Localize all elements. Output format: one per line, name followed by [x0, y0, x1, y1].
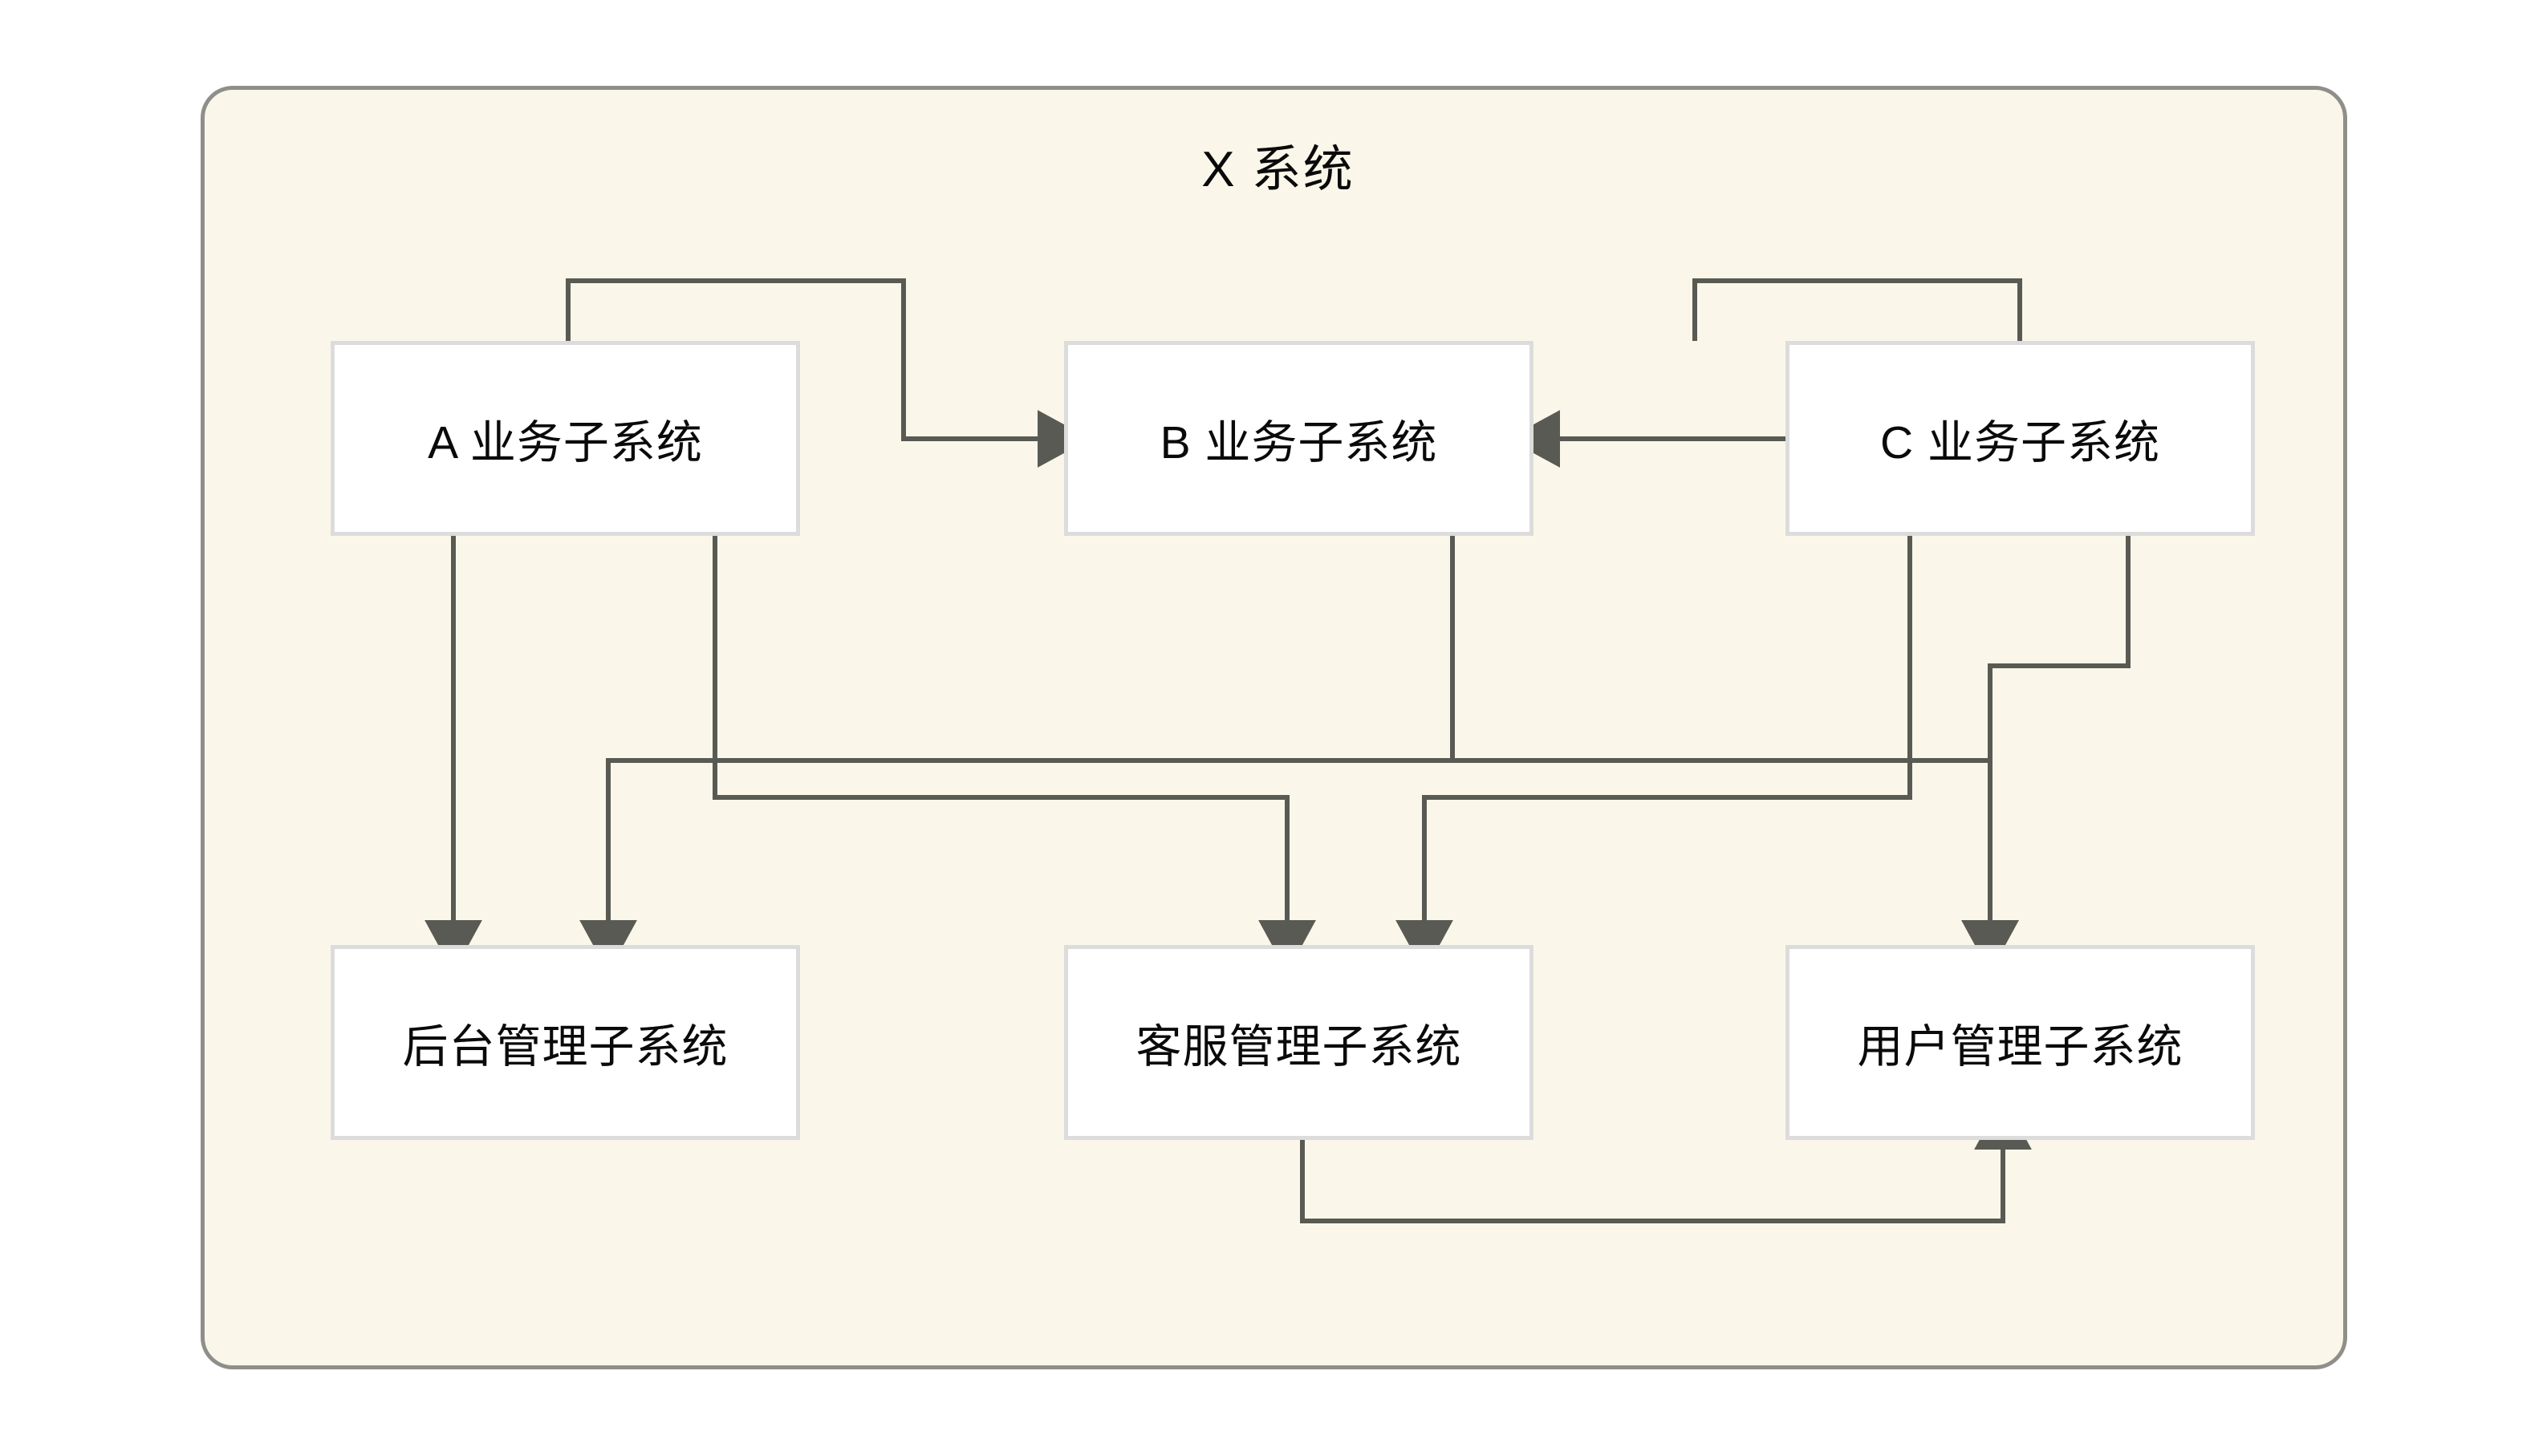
node-b-business-subsystem[interactable]: B 业务子系统 [1064, 341, 1533, 536]
node-customer-service-subsystem[interactable]: 客服管理子系统 [1064, 945, 1533, 1140]
node-c-business-subsystem[interactable]: C 业务子系统 [1785, 341, 2255, 536]
node-admin-management-subsystem[interactable]: 后台管理子系统 [331, 945, 800, 1140]
node-b-label: B 业务子系统 [1160, 416, 1438, 468]
node-a-business-subsystem[interactable]: A 业务子系统 [331, 341, 800, 536]
node-user-management-subsystem[interactable]: 用户管理子系统 [1785, 945, 2255, 1140]
node-admin-label: 后台管理子系统 [402, 1020, 729, 1073]
system-title: X 系统 [1201, 142, 1355, 197]
node-a-label: A 业务子系统 [428, 416, 703, 468]
node-c-label: C 业务子系统 [1880, 416, 2160, 468]
node-service-label: 客服管理子系统 [1135, 1020, 1462, 1073]
x-system-boundary: X 系统 [201, 86, 2347, 1369]
node-user-label: 用户管理子系统 [1857, 1020, 2183, 1073]
